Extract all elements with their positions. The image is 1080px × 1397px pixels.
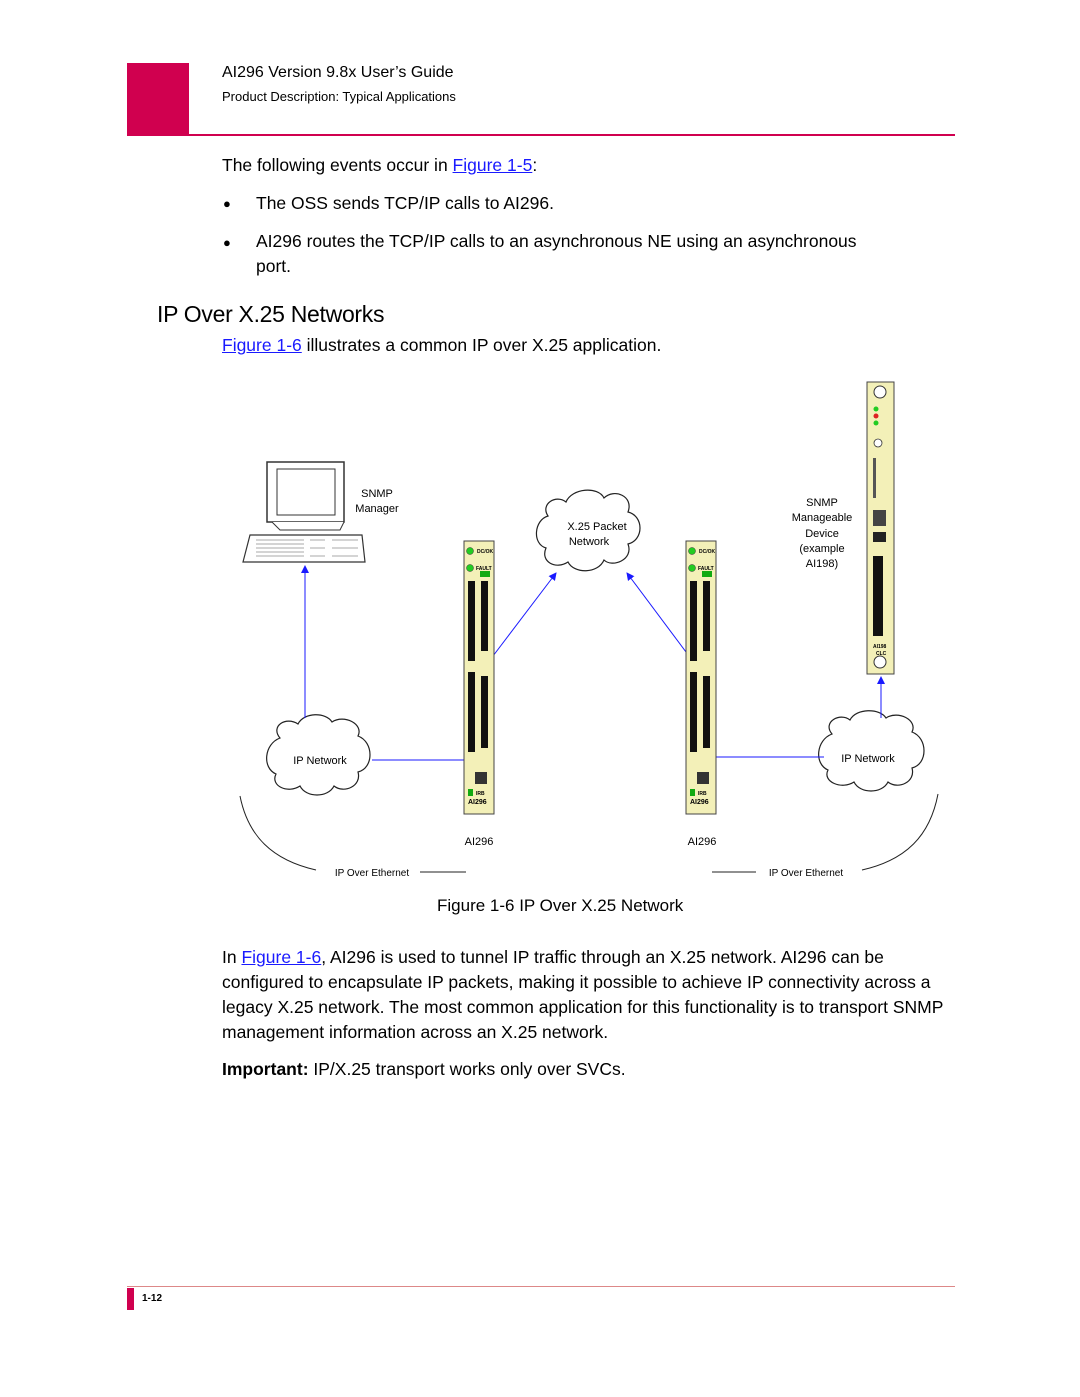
important-text: IP/X.25 transport works only over SVCs. [308, 1059, 626, 1079]
module-dc-ok: DC/OK [699, 549, 716, 555]
ip-network-label-right: IP Network [841, 753, 895, 765]
ip-network-cloud-right [818, 710, 925, 792]
module-dc-ok: DC/OK [477, 549, 494, 555]
body-in: In [222, 947, 242, 967]
connector-arrow [626, 572, 690, 657]
important-note: Important: IP/X.25 transport works only … [222, 1057, 626, 1081]
header-color-block [127, 63, 189, 135]
ip-over-ethernet-label-right: IP Over Ethernet [769, 868, 844, 879]
module-fault: FAULT [698, 566, 714, 572]
snmp-manager-label-1: SNMP [361, 488, 393, 500]
figure-1-5-link[interactable]: Figure 1-5 [452, 155, 533, 175]
ip-over-ethernet-bracket-left [239, 795, 317, 871]
x25-cloud-label-1: X.25 Packet [567, 521, 626, 533]
header-rule [127, 134, 955, 136]
connector-arrow [492, 572, 557, 657]
ai296-label-right: AI296 [688, 836, 717, 848]
snmp-device-label-5: AI198) [806, 558, 838, 570]
intro-colon: : [532, 155, 538, 175]
x25-cloud [535, 489, 641, 572]
bullet-item: The OSS sends TCP/IP calls to AI296. [256, 193, 554, 213]
footer-color-bar [127, 1288, 134, 1310]
module-fault: FAULT [476, 566, 492, 572]
intro-paragraph: The following events occur in Figure 1-5… [222, 153, 537, 177]
ai198-clc-device [866, 381, 895, 675]
ip-over-ethernet-bracket-right [861, 793, 939, 871]
section-intro: Figure 1-6 illustrates a common IP over … [222, 333, 661, 357]
ai296-module-left [463, 540, 495, 815]
section-heading: IP Over X.25 Networks [157, 301, 385, 327]
snmp-device-label-2: Manageable [792, 512, 853, 524]
ai296-module-right [685, 540, 717, 815]
ip-over-ethernet-label-left: IP Over Ethernet [335, 868, 410, 879]
module-irb: IRB [476, 791, 485, 797]
ip-network-label-left: IP Network [293, 755, 347, 767]
bullet-icon: ● [223, 235, 231, 250]
snmp-device-label-4: (example [799, 543, 844, 555]
ip-network-cloud-left [266, 714, 371, 796]
snmp-device-label-1: SNMP [806, 497, 838, 509]
x25-cloud-label-2: Network [569, 536, 610, 548]
body-text: , AI296 is used to tunnel IP traffic thr… [222, 947, 944, 1042]
figure-1-6-link-body[interactable]: Figure 1-6 [241, 947, 322, 967]
bullet-item: AI296 routes the TCP/IP calls to an asyn… [256, 231, 857, 251]
figure-caption: Figure 1-6 IP Over X.25 Network [437, 896, 684, 915]
body-paragraph: In Figure 1-6, AI296 is used to tunnel I… [222, 945, 962, 1045]
bullet-icon: ● [223, 196, 231, 211]
ai296-label-left: AI296 [465, 836, 494, 848]
intro-text: The following events occur in [222, 155, 453, 175]
clc-sub: CLC [876, 651, 887, 657]
module-irb: IRB [698, 791, 707, 797]
module-name: AI296 [468, 799, 487, 806]
clc-name: AI198 [873, 644, 887, 650]
important-label: Important: [222, 1059, 309, 1079]
module-name: AI296 [690, 799, 709, 806]
page-number: 1-12 [142, 1293, 163, 1304]
snmp-manager-label-2: Manager [355, 503, 399, 515]
document-subtitle: Product Description: Typical Application… [222, 89, 456, 104]
footer-rule [127, 1286, 955, 1287]
snmp-device-label-3: Device [805, 528, 839, 540]
section-intro-text: illustrates a common IP over X.25 applic… [301, 335, 662, 355]
figure-1-6-link[interactable]: Figure 1-6 [222, 335, 302, 355]
document-title: AI296 Version 9.8x User’s Guide [222, 64, 454, 81]
computer-icon [242, 461, 366, 563]
bullet-item-continued: port. [256, 256, 292, 276]
